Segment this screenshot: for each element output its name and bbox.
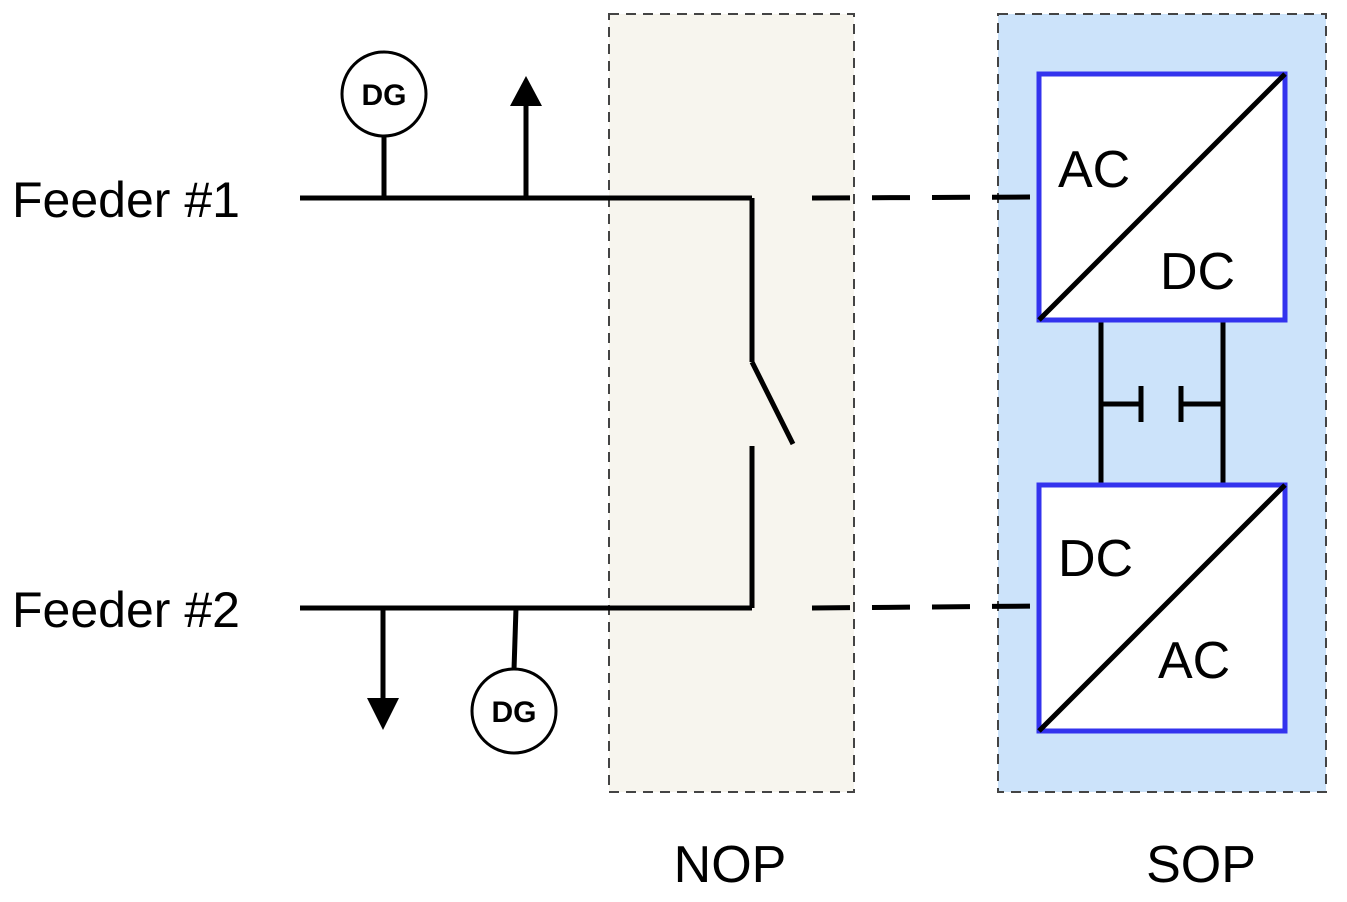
dg-2-label: DG [492,696,537,729]
converter-bottom-upper-label: DC [1058,530,1133,588]
dg-1-circle [340,50,428,138]
sop-label: SOP [1146,836,1256,894]
switch-blade [749,360,796,446]
dg-2-tap [511,607,519,671]
converter-bottom-diagonal [1037,483,1287,733]
converter-bottom-lower-label: AC [1158,632,1230,690]
nop-label: NOP [674,836,787,894]
converter-top-diagonal [1037,72,1287,322]
dg-1-label: DG [362,79,407,112]
feeder-1-sop-link [811,194,1041,201]
converter-top-upper-label: AC [1058,141,1130,199]
dg-2-circle [470,667,558,755]
load-2-arrow [367,698,399,730]
nop-zone-box [608,13,855,793]
converter-top-lower-label: DC [1160,243,1235,301]
feeder-2-sop-link [811,603,1041,611]
load-1-arrow [510,76,542,106]
feeder-2-label: Feeder #2 [12,582,240,638]
feeder-1-label: Feeder #1 [12,172,240,228]
